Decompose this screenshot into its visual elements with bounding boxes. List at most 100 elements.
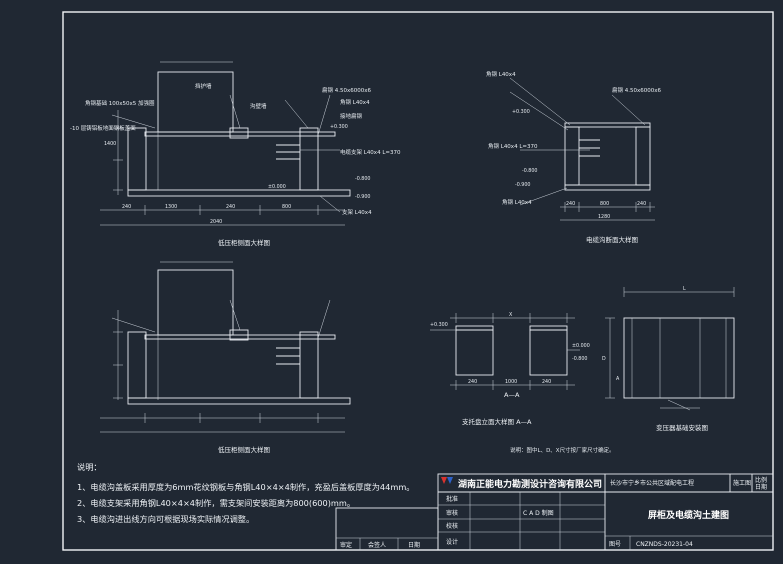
- view-4-group: [430, 313, 580, 390]
- floor-slab: [127, 189, 351, 197]
- row-approve: 批准: [446, 495, 458, 503]
- title-block: [335, 473, 774, 551]
- left-wall: [127, 127, 147, 191]
- callout-13: 角钢 L40x4: [502, 198, 532, 206]
- cabinet-outline: [157, 71, 234, 133]
- row-review: 审核: [446, 509, 458, 517]
- callout-4: 沟壁墙: [250, 102, 267, 110]
- row-check: 校核: [446, 522, 458, 530]
- callout-1: 角钢基础 100x50x5 加强圈: [85, 99, 155, 107]
- mid-label-2: C A D 制图: [523, 509, 554, 517]
- callout-5: 扁钢 4.50x6000x6: [322, 86, 372, 94]
- dim4-x: X: [509, 312, 513, 318]
- dim3-240b: 240: [637, 201, 646, 207]
- elev-7: -0.800: [572, 356, 587, 362]
- side-label-2: 日期: [755, 483, 767, 491]
- callout-2: -10 层铸铝板地面钢板盖面: [70, 124, 136, 132]
- sign-label-2: 会签人: [368, 541, 386, 549]
- dim3-total: 1280: [598, 214, 610, 220]
- cap-right: [529, 325, 568, 331]
- slab: [144, 131, 336, 137]
- sign-label-1: 审定: [340, 541, 352, 549]
- dim-h1: 1400: [104, 141, 116, 147]
- dim4-mid: 1000: [505, 379, 517, 385]
- view-4-title: 支托盘立面大样图 A—A: [462, 417, 532, 426]
- dim-1300: 1300: [165, 204, 177, 210]
- phase-label: 施工图: [733, 479, 751, 487]
- elev-6: ±0.000: [572, 343, 590, 349]
- view-5-group: [605, 287, 735, 411]
- view-1-group: [100, 61, 351, 226]
- callout-12: 角钢 L40x4 L=370: [488, 142, 538, 150]
- cabinet-outline-2: [157, 269, 234, 336]
- left-wall-2: [127, 331, 147, 399]
- dim3-800: 800: [600, 201, 609, 207]
- company-name: 湖南正能电力勘测设计咨询有限公司: [458, 478, 602, 490]
- dim5-D: D: [602, 356, 606, 362]
- elev-9: -0.800: [522, 168, 537, 174]
- floor-slab-2: [127, 397, 351, 405]
- company-logo: [441, 477, 447, 484]
- right-wall-2: [299, 331, 319, 399]
- note-2: 2、电缆支架采用角钢L40×4×4制作，需支架间安装距离为800(600)mm。: [77, 498, 355, 508]
- dim4-240b: 240: [542, 379, 551, 385]
- base-inner: [631, 317, 727, 399]
- brick-left: [455, 329, 494, 376]
- brick-right: [529, 329, 568, 376]
- side-label-1: 比例: [755, 476, 767, 484]
- callout-10: 扁钢 4.50x6000x6: [612, 86, 662, 94]
- callout-9: 支架 L40x4: [342, 208, 372, 216]
- view-5-title: 变压器基础安装图: [656, 423, 708, 432]
- elev-3: -0.800: [355, 176, 370, 182]
- cap-left: [455, 325, 494, 331]
- sheet-label: 图号: [609, 541, 621, 548]
- cover-plate: [564, 122, 651, 128]
- sheet-number: CNZNDS-20231-04: [636, 541, 693, 548]
- elev-5: +0.300: [430, 322, 448, 328]
- dim3-240a: 240: [566, 201, 575, 207]
- section-label: A—A: [504, 391, 520, 399]
- elev-8: +0.300: [512, 109, 530, 115]
- dim-240a: 240: [122, 204, 131, 210]
- project-name: 长沙市宁乡市公共区域配电工程: [610, 479, 694, 487]
- slab-2: [144, 334, 336, 340]
- base-outline: [623, 317, 735, 399]
- sheet-border: [62, 11, 774, 551]
- view-2-title: 低压柜侧面大样图: [218, 445, 270, 454]
- elev-2: ±0.000: [268, 184, 286, 190]
- dim-total: 2040: [210, 219, 222, 225]
- callout-11: 角钢 L40x4: [486, 70, 516, 78]
- view-3-title: 电缆沟断面大样图: [586, 235, 638, 244]
- view-3-group: [509, 77, 655, 221]
- dim-800: 800: [282, 204, 291, 210]
- dim5-L: L: [683, 286, 686, 292]
- callout-7: 接地扁钢: [340, 112, 363, 120]
- fill-block: [229, 127, 249, 139]
- view-2-group: [100, 261, 351, 433]
- callout-3: 挡护墙: [195, 82, 212, 90]
- dim4-240a: 240: [468, 379, 477, 385]
- note-3: 3、电缆沟进出线方向可根据现场实际情况调整。: [77, 514, 254, 524]
- fill-block-2: [229, 329, 249, 341]
- view-1-title: 低压柜侧面大样图: [218, 238, 270, 247]
- drawing-name: 屏柜及电缆沟土建图: [648, 509, 729, 521]
- dim5-mark: A: [616, 376, 620, 382]
- callout-8: 电缆支架 L40x4 L=370: [340, 148, 401, 156]
- view-4-note: 说明：图中L、D、X尺寸按厂家尺寸确定。: [510, 446, 615, 454]
- sign-label-3: 日期: [408, 541, 420, 549]
- wall-right-3: [635, 126, 651, 186]
- row-design: 设计: [446, 538, 458, 546]
- floor-3: [564, 184, 651, 191]
- callout-6: 角钢 L40x4: [340, 98, 370, 106]
- note-1: 1、电缆沟盖板采用厚度为6mm花纹钢板与角钢L40×4×4制作，充盈后盖板厚度为…: [77, 482, 414, 492]
- wall-left-3: [564, 126, 580, 186]
- elev-1: +0.300: [330, 124, 348, 130]
- company-logo-blue: [447, 477, 453, 484]
- dim-240b: 240: [226, 204, 235, 210]
- right-wall: [299, 127, 319, 191]
- notes-heading: 说明：: [77, 462, 102, 472]
- elev-4: -0.900: [355, 194, 370, 200]
- elev-10: -0.900: [515, 182, 530, 188]
